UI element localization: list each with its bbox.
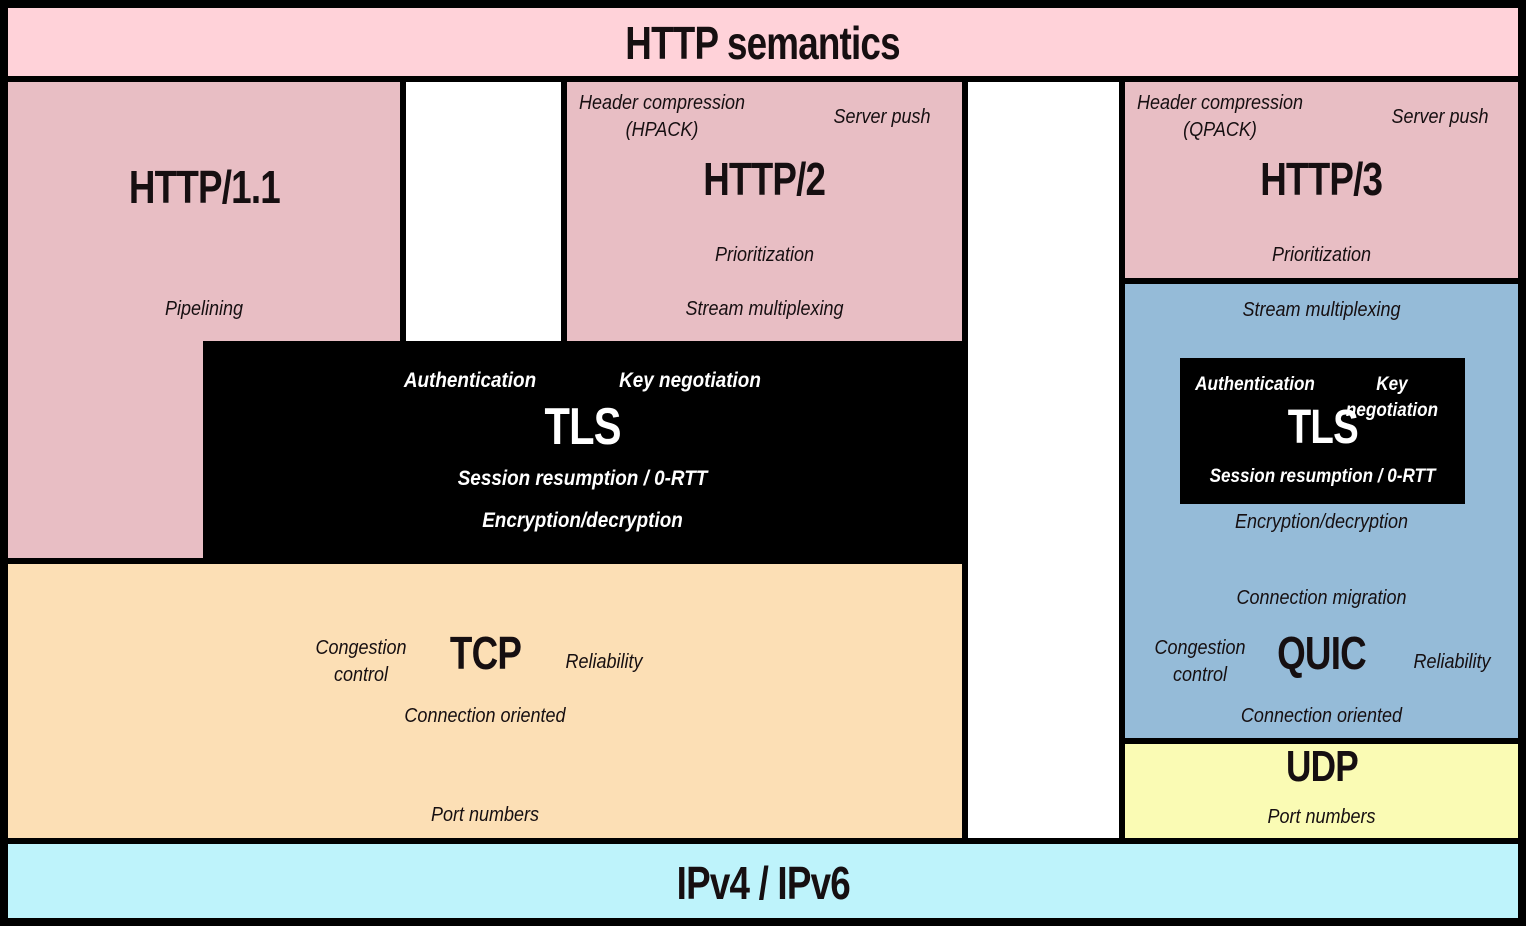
quic-encryption-label: Encryption/decryption: [1234, 511, 1409, 533]
http11-pipelining-label: Pipelining: [164, 298, 244, 320]
quic-congestion-control-label: Congestion control: [1154, 637, 1246, 686]
tls-key-negotiation-label: Key negotiation: [619, 369, 761, 392]
tcp-connection-oriented-label: Connection oriented: [404, 705, 566, 727]
http2-stream-multiplexing-label: Stream multiplexing: [685, 298, 844, 320]
quic-layer: Stream multiplexing Authentication Key n…: [1125, 284, 1518, 738]
quic-tls-layer: Authentication Key negotiation TLS Sessi…: [1180, 358, 1465, 504]
http2-server-push-label: Server push: [833, 106, 931, 128]
http-semantics-layer: HTTP semantics: [8, 8, 1518, 76]
quic-tls-session-resumption-label: Session resumption / 0-RTT: [1209, 466, 1436, 487]
http3-prioritization-label: Prioritization: [1271, 244, 1372, 266]
tcp-layer: Congestion control TCP Reliability Conne…: [8, 564, 962, 838]
http3-title: HTTP/3: [1260, 153, 1384, 205]
quic-tls-authentication-label: Authentication: [1195, 374, 1315, 395]
gap-column-right: [968, 82, 1119, 838]
tls-layer: Authentication Key negotiation TLS Sessi…: [203, 341, 962, 564]
http2-header-compression-label: Header compression (HPACK): [578, 92, 746, 141]
tcp-title: TCP: [449, 627, 521, 679]
quic-reliability-label: Reliability: [1413, 651, 1491, 673]
quic-title: QUIC: [1277, 627, 1367, 679]
udp-port-numbers-label: Port numbers: [1267, 806, 1376, 828]
tls-authentication-label: Authentication: [403, 369, 537, 392]
quic-tls-key-negotiation-label: Key negotiation: [1345, 374, 1439, 421]
tcp-port-numbers-label: Port numbers: [430, 804, 540, 826]
gap-column-left: [406, 82, 561, 341]
tls-title: TLS: [544, 398, 621, 456]
tls-encryption-label: Encryption/decryption: [482, 509, 683, 532]
quic-stream-multiplexing-label: Stream multiplexing: [1242, 299, 1401, 321]
http3-server-push-label: Server push: [1391, 106, 1489, 128]
ip-layer: IPv4 / IPv6: [8, 844, 1518, 918]
http-semantics-title: HTTP semantics: [625, 17, 901, 69]
http2-title: HTTP/2: [703, 153, 827, 205]
http11-title: HTTP/1.1: [128, 161, 280, 213]
tcp-reliability-label: Reliability: [565, 651, 643, 673]
udp-title: UDP: [1285, 742, 1359, 791]
http2-prioritization-label: Prioritization: [714, 244, 815, 266]
http3-layer: Header compression (QPACK) Server push H…: [1125, 82, 1518, 278]
tcp-congestion-control-label: Congestion control: [315, 637, 407, 686]
quic-connection-oriented-label: Connection oriented: [1240, 705, 1403, 727]
udp-layer: UDP Port numbers: [1125, 742, 1518, 838]
quic-tls-title: TLS: [1287, 401, 1358, 454]
ip-title: IPv4 / IPv6: [676, 857, 850, 909]
quic-connection-migration-label: Connection migration: [1236, 587, 1407, 609]
http3-header-compression-label: Header compression (QPACK): [1136, 92, 1304, 141]
http2-layer: Header compression (HPACK) Server push H…: [567, 82, 962, 341]
tls-session-resumption-label: Session resumption / 0-RTT: [457, 467, 708, 490]
